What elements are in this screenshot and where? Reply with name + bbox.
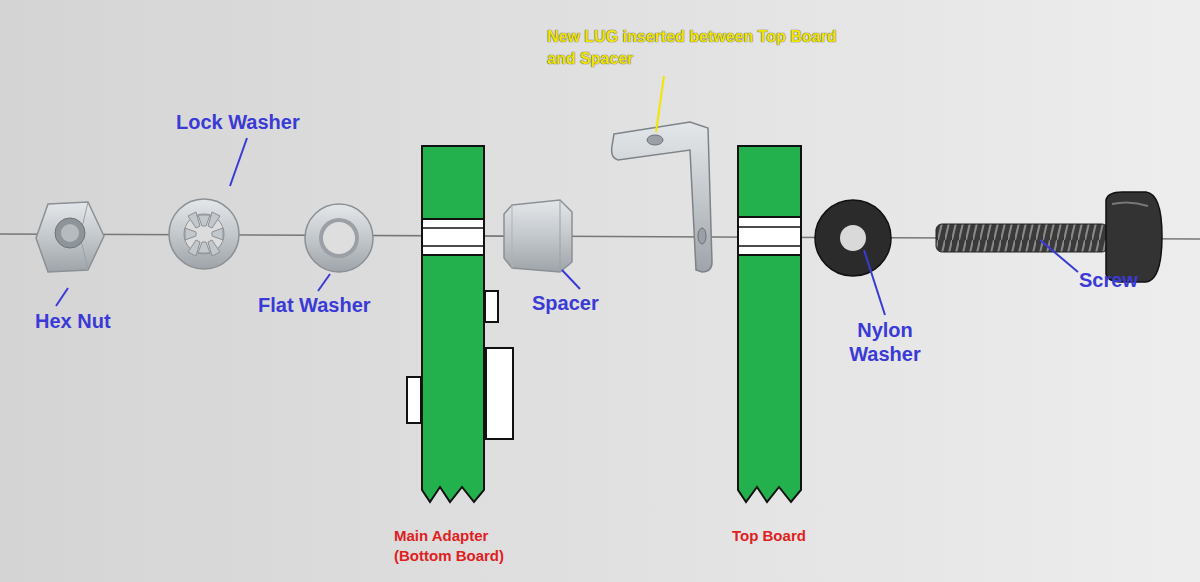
top-board xyxy=(738,146,801,502)
callout-note: New LUG inserted between Top Board and S… xyxy=(547,26,839,71)
board-name: Main Adapter (Bottom Board) xyxy=(394,526,542,565)
leader-lines xyxy=(56,138,1078,315)
label-holder: Screw xyxy=(1079,268,1189,292)
part-name: Hex Nut xyxy=(35,309,175,333)
lock-washer xyxy=(169,199,239,269)
lug xyxy=(612,122,712,272)
label-holder: Lock Washer xyxy=(176,110,356,134)
main-adapter-board xyxy=(407,146,513,502)
spacer xyxy=(504,200,572,272)
hex-nut xyxy=(36,202,104,272)
label-holder: Spacer xyxy=(532,291,652,315)
label-holder: New LUG inserted between Top Board and S… xyxy=(547,26,839,71)
part-name: Nylon Washer xyxy=(830,318,940,366)
flat-washer xyxy=(305,204,373,272)
label-holder: Flat Washer xyxy=(258,293,418,317)
label-holder: Top Board xyxy=(732,526,872,546)
part-name: Screw xyxy=(1079,268,1189,292)
screw xyxy=(936,192,1162,282)
part-name: Spacer xyxy=(532,291,652,315)
nylon-washer xyxy=(815,200,891,276)
part-name: Flat Washer xyxy=(258,293,418,317)
label-holder: Nylon Washer xyxy=(830,318,940,366)
part-name: Lock Washer xyxy=(176,110,356,134)
label-holder: Main Adapter (Bottom Board) xyxy=(394,526,542,565)
board-name: Top Board xyxy=(732,526,872,546)
leader-line xyxy=(656,76,664,132)
label-holder: Hex Nut xyxy=(35,309,175,333)
